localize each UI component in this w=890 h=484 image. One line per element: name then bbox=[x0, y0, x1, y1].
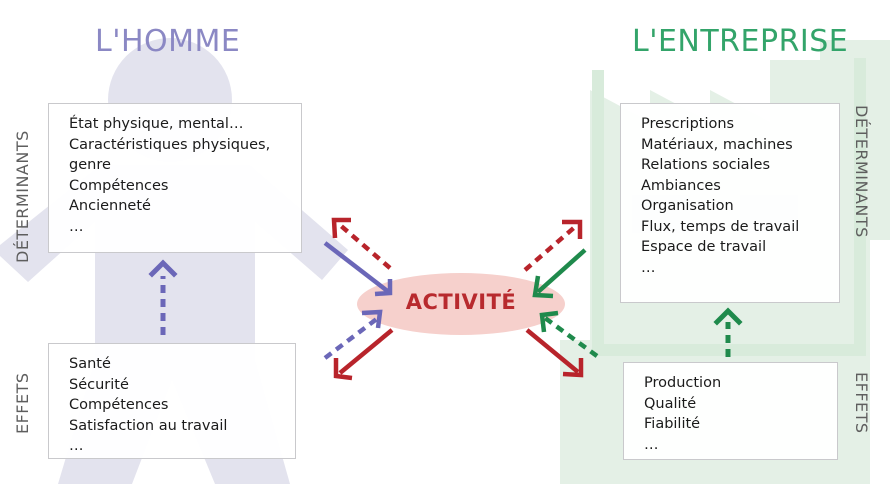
homme-determinants-list: État physique, mental… Caractéristiques … bbox=[69, 114, 291, 237]
homme-determinants-box: État physique, mental… Caractéristiques … bbox=[48, 103, 302, 253]
list-item: Compétences bbox=[69, 177, 169, 194]
homme-effets-to-activite-arrow bbox=[323, 309, 383, 360]
list-item: … bbox=[644, 436, 660, 453]
list-item: Fiabilité bbox=[644, 416, 701, 432]
activite-label: ACTIVITÉ bbox=[405, 290, 517, 314]
entreprise-determinants-to-activite-arrow bbox=[532, 248, 587, 299]
list-item: genre bbox=[69, 157, 111, 173]
entreprise-effets-box: Production Qualité Fiabilité … bbox=[623, 362, 838, 460]
list-item: Ambiances bbox=[641, 177, 721, 194]
list-item: Ancienneté bbox=[69, 198, 151, 214]
list-item: État physique, mental… bbox=[69, 116, 244, 132]
list-item: Sécurité bbox=[69, 376, 129, 393]
list-item: Santé bbox=[69, 356, 111, 372]
list-item: … bbox=[69, 218, 85, 235]
entreprise-effets-to-activite-arrow bbox=[539, 310, 599, 358]
list-item: Satisfaction au travail bbox=[69, 417, 228, 434]
list-item: Relations sociales bbox=[641, 157, 771, 173]
list-item: Organisation bbox=[641, 198, 734, 214]
entreprise-determinants-box: Prescriptions Matériaux, machines Relati… bbox=[620, 103, 840, 303]
homme-feedback-arrow bbox=[148, 259, 178, 335]
list-item: Prescriptions bbox=[641, 116, 735, 132]
list-item: Matériaux, machines bbox=[641, 136, 793, 153]
homme-title: L'HOMME bbox=[95, 24, 241, 59]
list-item: Production bbox=[644, 375, 722, 391]
entreprise-feedback-arrow bbox=[713, 307, 743, 357]
entreprise-determinants-list: Prescriptions Matériaux, machines Relati… bbox=[641, 114, 829, 278]
homme-determinants-to-activite-arrow bbox=[323, 241, 393, 297]
list-item: Qualité bbox=[644, 395, 697, 412]
activite-to-homme-determinants-arrow bbox=[331, 217, 392, 270]
entreprise-title: L'ENTREPRISE bbox=[632, 24, 849, 59]
list-item: Flux, temps de travail bbox=[641, 218, 800, 235]
activite-to-homme-effets-arrow bbox=[333, 328, 394, 381]
list-item: … bbox=[641, 259, 657, 276]
list-item: … bbox=[69, 438, 85, 454]
entreprise-effets-list: Production Qualité Fiabilité … bbox=[644, 373, 827, 455]
activite-to-entreprise-effets-arrow bbox=[525, 328, 584, 378]
homme-effets-list: Santé Sécurité Compétences Satisfaction … bbox=[69, 354, 285, 457]
list-item: Compétences bbox=[69, 397, 169, 413]
activite-to-entreprise-determinants-arrow bbox=[523, 219, 583, 272]
list-item: Caractéristiques physiques, bbox=[69, 136, 271, 153]
homme-effets-box: Santé Sécurité Compétences Satisfaction … bbox=[48, 343, 296, 459]
list-item: Espace de travail bbox=[641, 239, 767, 255]
